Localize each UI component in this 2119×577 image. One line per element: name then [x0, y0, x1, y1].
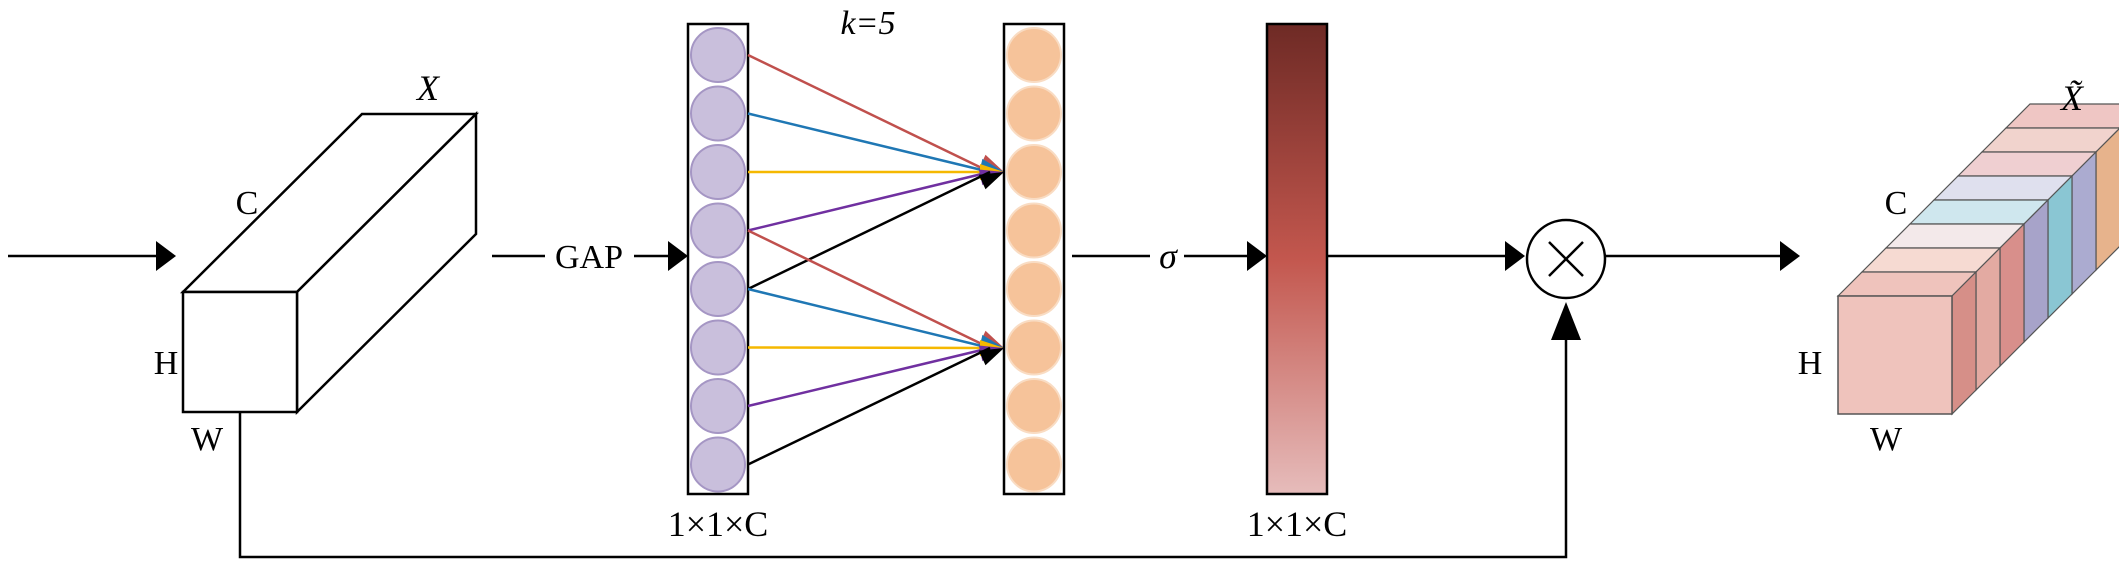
pooled-vector-circles	[690, 27, 746, 493]
pooled-channel-circle	[690, 378, 746, 434]
output-slice-side	[2095, 128, 2119, 272]
conv-connection-arrowhead	[978, 348, 1004, 366]
conv-channel-circle	[1006, 27, 1062, 83]
pooled-channel-circle	[690, 85, 746, 142]
output-slice-side	[2071, 150, 2097, 296]
pooled-channel-circle	[690, 319, 746, 376]
output-slice-side	[2047, 174, 2073, 320]
conv-channel-circle	[1006, 202, 1062, 259]
output-tensor-name: X̃	[2059, 78, 2085, 118]
pooled-vector-shape-label: 1×1×C	[668, 504, 769, 544]
output-slice-side	[1975, 246, 2001, 392]
input-tensor-name: X	[415, 68, 441, 108]
conv-connection-line	[747, 346, 991, 466]
gap-arrow	[492, 241, 688, 271]
multiply-operator	[1525, 218, 1607, 300]
output-dim-c-label: C	[1885, 185, 1908, 222]
pooled-channel-circle	[690, 261, 746, 317]
input-tensor-box	[179, 110, 480, 416]
channel-weights-bar	[1265, 22, 1329, 496]
conv-connection-line	[747, 287, 991, 350]
weights-shape-label: 1×1×C	[1247, 504, 1348, 544]
conv-channel-circle	[1006, 319, 1062, 376]
pooled-channel-circle	[690, 144, 746, 200]
input-arrow	[8, 241, 176, 271]
conv-vector-circles	[1006, 27, 1062, 493]
pooled-channel-circle	[690, 436, 746, 493]
conv-connection-line	[747, 170, 991, 232]
output-slice-side	[2023, 198, 2049, 344]
conv-channel-circle	[1006, 261, 1062, 317]
conv-channel-circle	[1006, 378, 1062, 434]
conv-connection-line	[747, 346, 991, 408]
output-slice-top	[1980, 127, 2119, 153]
weights-to-multiply-arrow	[1327, 241, 1525, 271]
gap-label: GAP	[555, 239, 623, 276]
pooled-channel-circle	[690, 202, 746, 259]
conv1d-connections	[747, 53, 1004, 466]
output-front-face	[1837, 295, 1953, 415]
conv-connection-line	[747, 170, 991, 291]
output-dim-h-label: H	[1798, 345, 1823, 382]
skip-connection-arrowhead	[1551, 302, 1581, 340]
conv-connection-line	[747, 346, 991, 350]
input-dim-c-label: C	[236, 185, 259, 222]
conv-channel-circle	[1006, 144, 1062, 200]
sigma-label: σ	[1159, 236, 1178, 276]
output-slice-side	[1951, 270, 1977, 416]
output-arrow	[1605, 241, 1800, 271]
input-dim-h-label: H	[154, 345, 179, 382]
conv-connection-line	[747, 229, 991, 350]
output-dim-w-label: W	[1870, 421, 1903, 458]
conv-connection-line	[747, 53, 991, 174]
kernel-size-label: k=5	[840, 5, 895, 42]
pooled-channel-circle	[690, 27, 746, 83]
output-slice-side	[1999, 222, 2025, 368]
input-dim-w-label: W	[191, 421, 224, 458]
output-tensor-box	[1836, 103, 2119, 416]
sigma-arrow	[1072, 241, 1267, 271]
conv-connection-arrowhead	[978, 172, 1004, 190]
conv-channel-circle	[1006, 85, 1062, 142]
skip-connection-line	[238, 340, 1568, 559]
conv-channel-circle	[1006, 436, 1062, 493]
conv-connection-line	[747, 112, 991, 174]
